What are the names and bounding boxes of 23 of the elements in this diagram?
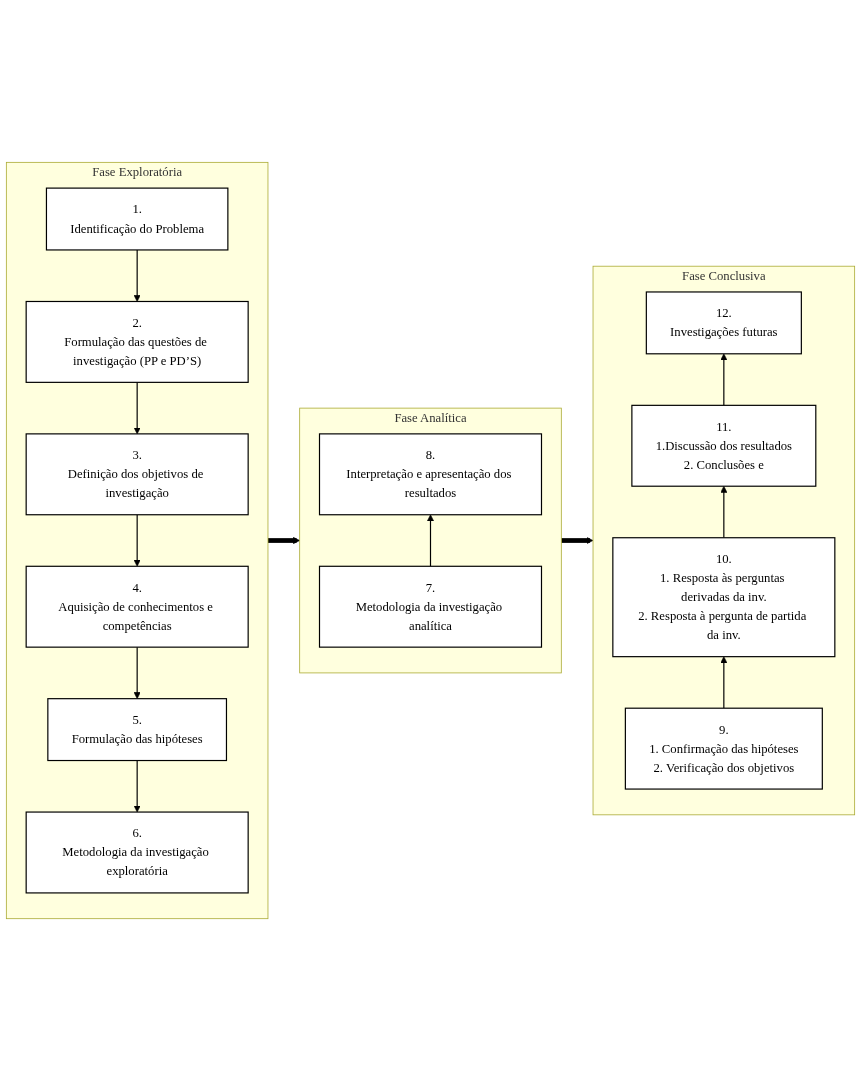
- node-box: 2. Formulação das questões de investigação (PP e PD’S): [25, 301, 249, 384]
- arrow: [133, 249, 141, 303]
- node-box: 7. Metodologia da investigação analítica: [318, 566, 543, 649]
- arrow: [720, 353, 728, 407]
- arrow: [267, 537, 300, 545]
- arrow: [133, 382, 141, 435]
- arrow: [133, 760, 141, 813]
- node-box: 4. Aquisição de conhecimentos e competências: [25, 566, 249, 649]
- node-box: 3. Definição dos objetivos de investigação: [25, 433, 249, 516]
- arrow: [720, 656, 728, 710]
- node-box: 5. Formulação das hipóteses: [47, 698, 228, 762]
- arrow: [427, 514, 434, 568]
- node-box: 12. Investigações futuras: [645, 291, 802, 355]
- node-box: 11. 1.Discussão dos resultados 2. Conclusões e: [631, 405, 817, 488]
- node-box: 1. Identificação do Problema: [45, 188, 229, 252]
- node-box: 9. 1. Confirmação das hipóteses 2. Verificação dos objetivos: [624, 708, 823, 791]
- arrow: [720, 486, 728, 539]
- arrow: [133, 514, 141, 568]
- node-box: 8. Interpretação e apresentação dos resultados: [318, 433, 543, 516]
- arrow: [561, 537, 594, 545]
- node-box: 10. 1. Resposta às perguntas derivadas da inv. 2. Resposta à pergunta de partida da inv.: [612, 537, 836, 658]
- arrow: [133, 647, 141, 700]
- node-box: 6. Metodologia da investigação exploratória: [25, 811, 249, 894]
